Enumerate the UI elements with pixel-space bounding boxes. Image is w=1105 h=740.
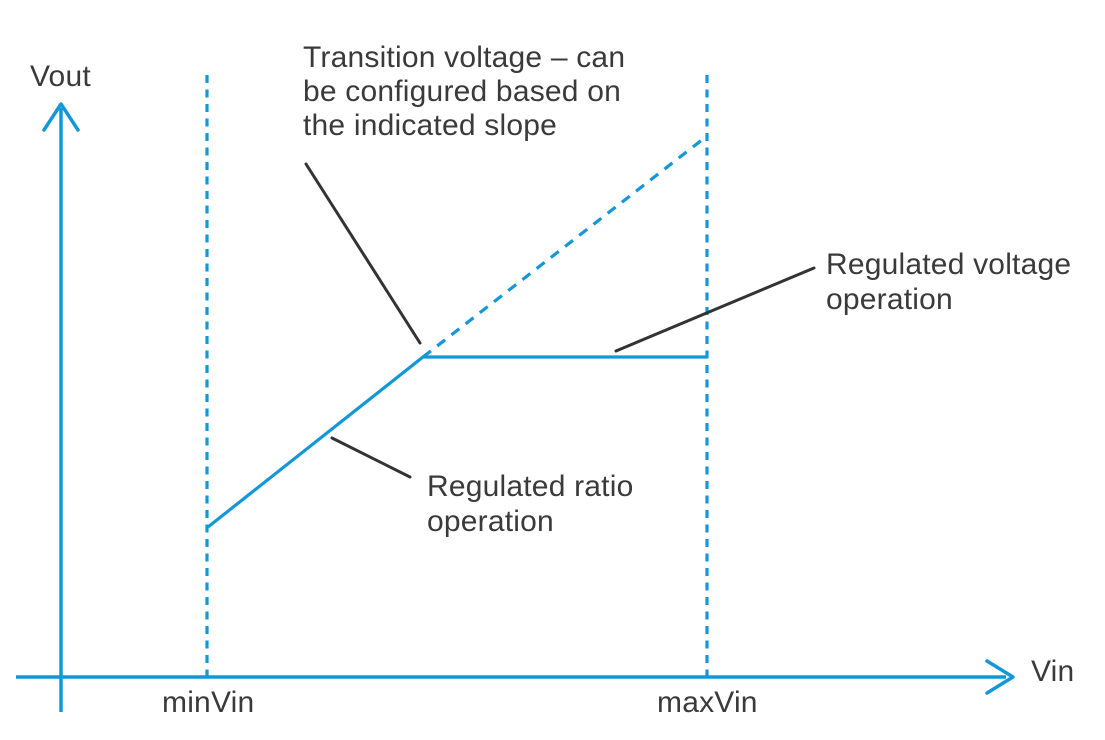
slope-extrapolation-line bbox=[422, 134, 708, 359]
x-axis-label: Vin bbox=[1031, 655, 1075, 688]
x-axis-arrow-icon bbox=[985, 659, 1015, 695]
transition-voltage-annotation: Transition voltage – can be configured b… bbox=[303, 41, 626, 142]
regulated-ratio-annotation: Regulated ratio operation bbox=[427, 470, 634, 538]
regulated-voltage-callout-line bbox=[614, 266, 816, 353]
x-tick-max-vin: maxVin bbox=[657, 686, 758, 719]
regulated-voltage-annotation: Regulated voltage operation bbox=[826, 248, 1072, 316]
x-tick-min-vin: minVin bbox=[162, 686, 255, 719]
y-axis-arrow-icon bbox=[42, 102, 80, 132]
y-axis-label: Vout bbox=[30, 60, 91, 93]
regulated-ratio-callout-line bbox=[330, 436, 412, 479]
transition-callout-line bbox=[304, 162, 422, 345]
